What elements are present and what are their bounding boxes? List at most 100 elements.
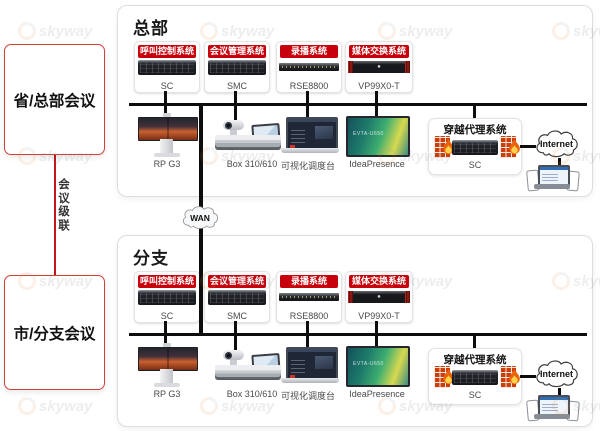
stand-base [154, 153, 180, 157]
endpoint-box310 [215, 344, 281, 382]
display-panel: EVTA-U650 [346, 116, 410, 157]
laptop-screen [286, 117, 338, 151]
camera-icon [163, 343, 171, 347]
endpoint-dispatch-laptop [281, 347, 339, 389]
system-label: 媒体交换系统 [349, 275, 409, 288]
system-card-conference-mgmt: 会议管理系统 SMC [204, 271, 270, 323]
branch-conference-box: 市/分支会议 [4, 275, 105, 390]
rack-server-icon [279, 293, 339, 301]
camera-mount [230, 129, 237, 136]
system-caption: RSE8800 [289, 311, 329, 321]
internet-devices-icon [526, 394, 580, 422]
site-branch-panel: 分支 呼叫控制系统 SC 会议管理系统 SMC 录播系统 RSE8800 媒体交… [117, 235, 593, 427]
endpoint-caption: Box 310/610 [226, 389, 278, 399]
firewall-icon [434, 366, 454, 388]
system-label: 录播系统 [280, 45, 338, 58]
endpoint-dispatch-laptop [281, 117, 339, 159]
system-card-recording: 录播系统 RSE8800 [276, 41, 342, 93]
system-label: 会议管理系统 [208, 45, 266, 58]
endpoint-caption: IdeaPresence [349, 159, 405, 169]
connector-line [558, 388, 561, 397]
watermark-logo-icon [14, 393, 40, 419]
wan-cloud: WAN [180, 200, 220, 233]
hq-conference-box: 省/总部会议 [4, 44, 105, 155]
stand [160, 139, 173, 153]
system-card-conference-mgmt: 会议管理系统 SMC [204, 41, 270, 93]
dual-screen-icon [138, 117, 198, 141]
screen-text: EVTA-U650 [353, 361, 384, 367]
internet-label: Internet [539, 368, 573, 379]
connector-line [164, 321, 167, 352]
firewall-icon [434, 136, 454, 158]
endpoint-rpg3 [137, 342, 198, 388]
rack-server-icon [348, 291, 410, 303]
ptz-camera-icon [223, 350, 244, 360]
endpoint-ideapresence: EVTA-U650 [346, 346, 410, 388]
system-label: 媒体交换系统 [349, 45, 409, 58]
endpoint-caption: 可视化调度台 [280, 391, 335, 401]
rack-server-icon [138, 290, 196, 305]
cascade-link-label: 会议级联 [58, 179, 70, 232]
connector-line [473, 106, 476, 119]
endpoint-caption: 可视化调度台 [280, 161, 335, 171]
connector-line [375, 321, 378, 352]
connector-line [520, 375, 536, 378]
connector-line [234, 321, 237, 352]
internet-cloud: Internet [533, 354, 580, 391]
laptop-icon [538, 165, 570, 188]
stand [160, 369, 173, 383]
system-caption: SMC [227, 311, 247, 321]
lan-bus-line [129, 103, 587, 106]
proxy-card: 穿越代理系统 SC [428, 118, 522, 175]
camera-icon [163, 113, 171, 117]
proxy-label: 穿越代理系统 [443, 124, 507, 136]
endpoint-rpg3 [137, 112, 198, 158]
proxy-caption: SC [468, 160, 482, 170]
endpoint-ideapresence: EVTA-U650 [346, 116, 410, 158]
proxy-label: 穿越代理系统 [443, 354, 507, 366]
laptop-base [281, 378, 339, 383]
lan-bus-line [129, 333, 587, 336]
laptop-base [281, 148, 339, 153]
camera-mount [230, 359, 237, 366]
connector-line [306, 321, 309, 352]
system-caption: VP99X0-T [358, 311, 400, 321]
system-card-call-control: 呼叫控制系统 SC [134, 41, 200, 93]
connector-line [375, 91, 378, 122]
ptz-camera-icon [223, 120, 244, 130]
connector-line [473, 336, 476, 349]
codec-body [215, 365, 281, 380]
system-label: 会议管理系统 [208, 275, 266, 288]
system-card-recording: 录播系统 RSE8800 [276, 271, 342, 323]
screen-text: EVTA-U650 [353, 131, 384, 137]
server-icon [452, 140, 498, 155]
site-hq-panel: 总部 呼叫控制系统 SC 会议管理系统 SMC 录播系统 RSE8800 媒体交… [117, 5, 593, 197]
system-card-media-switch: 媒体交换系统 VP99X0-T [345, 271, 413, 323]
wan-label: WAN [190, 212, 210, 223]
connector-line [164, 91, 167, 122]
system-card-call-control: 呼叫控制系统 SC [134, 271, 200, 323]
endpoint-caption: IdeaPresence [349, 389, 405, 399]
system-caption: VP99X0-T [358, 81, 400, 91]
firewall-icon [500, 136, 520, 158]
server-icon [452, 370, 498, 385]
site-title: 总部 [133, 19, 169, 38]
system-label: 呼叫控制系统 [138, 275, 196, 288]
rack-server-icon [208, 60, 266, 75]
connector-line [558, 158, 561, 167]
system-caption: SC [160, 81, 174, 91]
connector-line [520, 145, 536, 148]
system-caption: RSE8800 [289, 81, 329, 91]
rack-server-icon [348, 61, 410, 73]
connector-line [306, 91, 309, 122]
system-card-media-switch: 媒体交换系统 VP99X0-T [345, 41, 413, 93]
system-caption: SMC [227, 81, 247, 91]
stand-base [154, 383, 180, 387]
watermark: skyway [14, 393, 92, 419]
system-caption: SC [160, 311, 174, 321]
firewall-icon [500, 366, 520, 388]
rack-server-icon [279, 63, 339, 71]
endpoint-box310 [215, 114, 281, 152]
internet-label: Internet [539, 138, 573, 149]
